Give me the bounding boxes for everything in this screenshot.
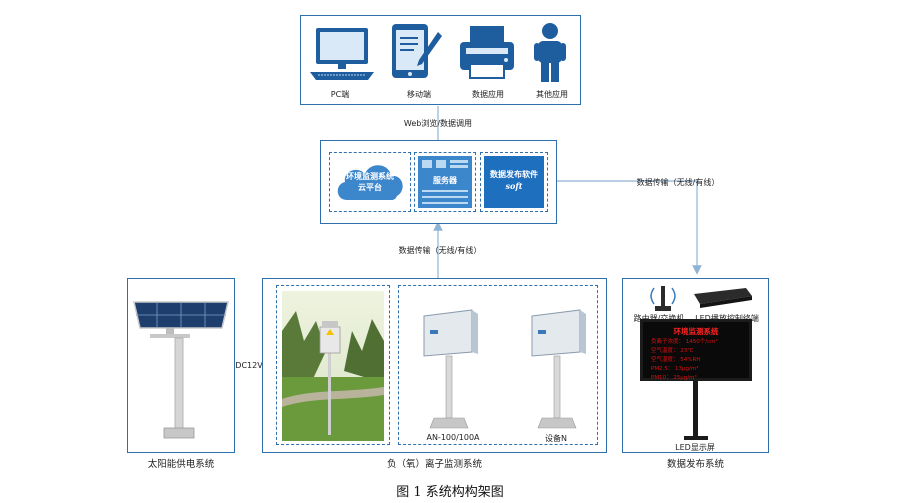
monitor-caption: 负（氧）离子监测系统 xyxy=(386,459,482,470)
led-screen: 环境监测系统 负离子浓度： 1450个/cm³ 空气温度： 23℃ 空气湿度： … xyxy=(640,319,752,381)
field-photo xyxy=(282,291,384,441)
publish-caption: 数据发布系统 xyxy=(666,459,724,470)
device2-label: 设备N xyxy=(545,434,567,443)
device1-label: AN-100/100A xyxy=(426,433,480,442)
device-label-data-app: 数据应用 xyxy=(472,90,504,99)
led-row: PM2.5： 13μg/m³ xyxy=(651,366,699,372)
web-link-label: Web浏览/数据调用 xyxy=(403,119,473,128)
server-label: 服务器 xyxy=(433,176,457,185)
monitor-device-icon-1 xyxy=(423,309,478,429)
led-screen-base xyxy=(684,436,708,440)
monitor-device-icon-2 xyxy=(531,309,586,429)
router-label: 路由器/交换机 xyxy=(628,313,690,324)
software-label-1: 数据发布软件 xyxy=(490,170,538,179)
solar-pole-icon xyxy=(133,301,229,439)
cloud-platform-label-2: 云平台 xyxy=(358,183,382,192)
led-screen-label: LED显示屏 xyxy=(675,443,715,452)
devices-group xyxy=(398,285,598,445)
server-group xyxy=(414,152,476,212)
server-icon xyxy=(418,156,472,208)
cloud-platform-label-1: 环境监测系统 xyxy=(346,172,394,181)
tablet-pen-icon xyxy=(392,24,442,78)
led-row: PM10： 25μg/m³ xyxy=(651,375,697,381)
device-label-other-app: 其他应用 xyxy=(536,90,568,99)
center-to-publish-label: 数据传输（无线/有线） xyxy=(636,178,720,187)
software-icon xyxy=(484,156,544,208)
controller-icon xyxy=(694,288,752,308)
software-group xyxy=(480,152,548,212)
monitor-icon xyxy=(310,28,374,80)
led-row: 空气湿度： 54%RH xyxy=(651,357,701,363)
controller-label: LED播放控制终端 xyxy=(688,313,766,324)
center-to-monitor-label: 数据传输（无线/有线） xyxy=(398,246,482,255)
dc12v-label: DC12V xyxy=(234,361,264,370)
field-photo-group xyxy=(276,285,390,445)
led-row: 负离子浓度： 1450个/cm³ xyxy=(651,339,718,345)
solar-caption: 太阳能供电系统 xyxy=(147,459,215,470)
router-icon xyxy=(650,286,676,311)
cloud-platform-group xyxy=(329,152,411,212)
led-row: 空气温度： 23℃ xyxy=(651,348,694,354)
cloud-icon xyxy=(337,165,403,200)
led-screen-pole xyxy=(693,381,698,439)
led-screen-title: 环境监测系统 xyxy=(673,327,719,336)
device-label-pc: PC端 xyxy=(330,90,350,99)
printer-icon xyxy=(460,26,514,79)
software-label-2: soft xyxy=(505,181,523,191)
person-icon xyxy=(534,23,566,82)
device-label-mobile: 移动端 xyxy=(407,90,431,99)
figure-caption: 图 1 系统构构架图 xyxy=(396,485,504,500)
